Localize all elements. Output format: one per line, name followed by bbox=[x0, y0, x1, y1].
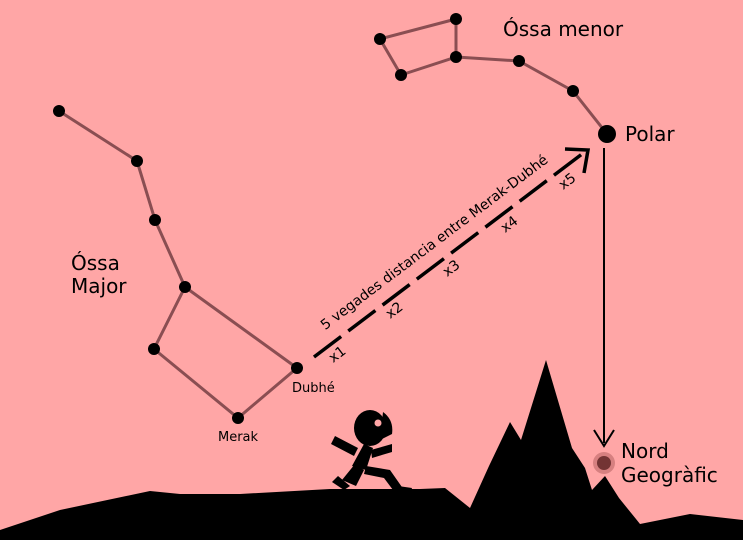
ursa-major-bowl bbox=[152, 284, 300, 420]
star bbox=[179, 281, 191, 293]
merak-label: Merak bbox=[218, 430, 259, 445]
north-arrow bbox=[593, 148, 615, 448]
merak-star bbox=[232, 412, 244, 424]
north-label-line2: Geogràfic bbox=[621, 463, 718, 487]
dubhe-star bbox=[291, 362, 303, 374]
ursa-major-handle bbox=[58, 109, 187, 288]
ursa-minor-handle bbox=[455, 55, 609, 135]
star bbox=[53, 105, 65, 117]
star bbox=[450, 51, 462, 63]
ursa-major-label-line2: Major bbox=[71, 274, 127, 298]
north-point bbox=[593, 452, 615, 474]
star bbox=[513, 55, 525, 67]
pointer-arrow bbox=[312, 147, 591, 359]
multiplier-x5: x5 bbox=[556, 170, 579, 193]
star bbox=[148, 343, 160, 355]
mountain-silhouette bbox=[0, 360, 743, 540]
star bbox=[374, 33, 386, 45]
polar-label: Polar bbox=[625, 122, 675, 146]
multiplier-labels: x1 x2 x3 x4 x5 bbox=[326, 170, 579, 366]
star bbox=[395, 69, 407, 81]
distance-label: 5 vegades distancia entre Merak-Dubhé bbox=[318, 152, 551, 333]
ursa-minor-constellation bbox=[374, 13, 616, 143]
ursa-minor-lines bbox=[378, 17, 458, 77]
ursa-major-constellation bbox=[53, 105, 303, 424]
star bbox=[567, 85, 579, 97]
star bbox=[450, 13, 462, 25]
star bbox=[149, 214, 161, 226]
running-explorer-figure bbox=[331, 410, 412, 494]
star bbox=[131, 155, 143, 167]
dubhe-label: Dubhé bbox=[292, 381, 335, 396]
ursa-major-label-line1: Óssa bbox=[71, 251, 120, 275]
north-label-line1: Nord bbox=[621, 439, 669, 463]
ursa-minor-label: Óssa menor bbox=[503, 17, 624, 41]
polar-star bbox=[598, 125, 616, 143]
